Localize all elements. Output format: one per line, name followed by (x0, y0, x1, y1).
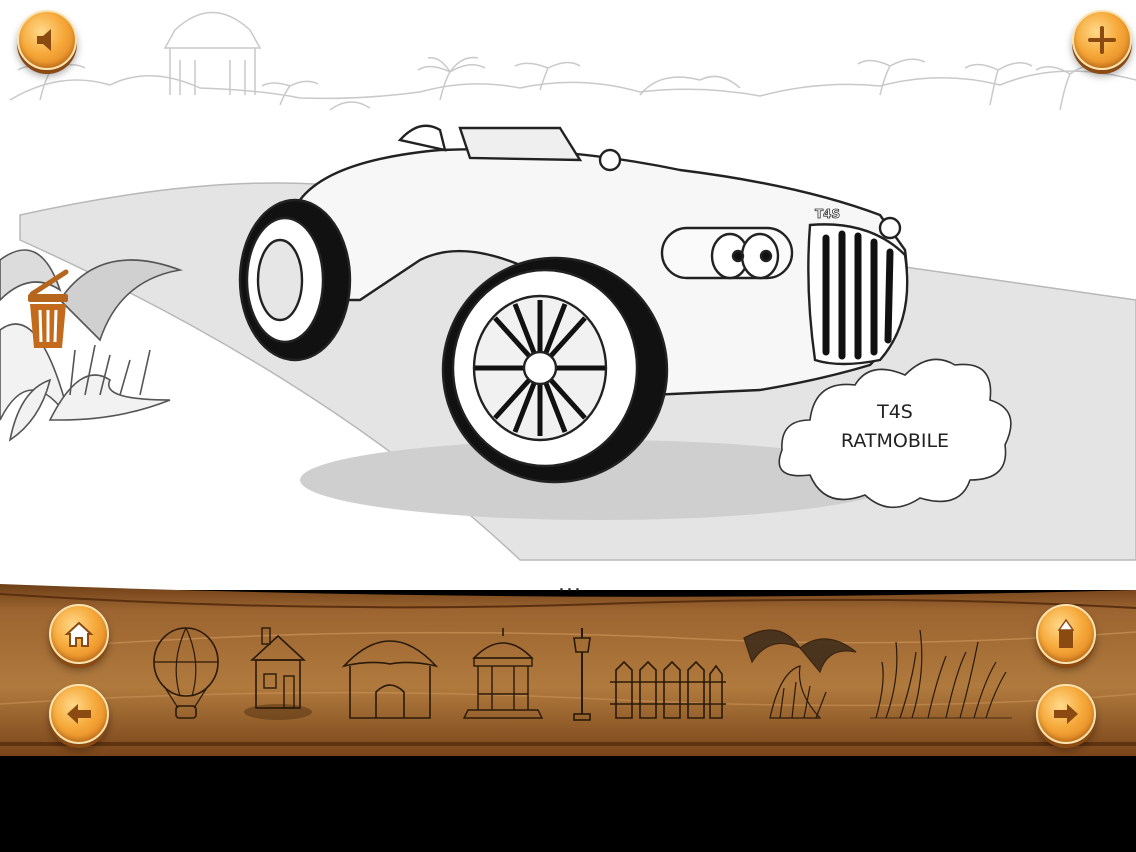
crayon-button[interactable] (1036, 604, 1096, 664)
speaker-icon (37, 29, 51, 51)
sticker-cottage[interactable] (242, 624, 314, 720)
home-button[interactable] (49, 604, 109, 664)
foliage-left (0, 249, 184, 442)
caption-text: T4S RATMOBILE (790, 398, 1000, 456)
previous-button[interactable] (49, 684, 109, 744)
arrow-left-icon (67, 704, 91, 724)
sticker-straw-hut[interactable] (340, 626, 440, 722)
home-icon (64, 621, 94, 647)
arrow-right-icon (1054, 704, 1078, 724)
plus-icon (1088, 26, 1116, 54)
sticker-grass-tuft[interactable] (866, 622, 1016, 722)
caption-line-2: RATMOBILE (840, 430, 950, 452)
car (238, 124, 909, 520)
caption-line-1: T4S (877, 401, 913, 423)
caption-cloud (778, 358, 1012, 509)
next-button[interactable] (1036, 684, 1096, 744)
more-options-button[interactable]: ... (558, 572, 582, 597)
sound-button[interactable] (17, 10, 77, 70)
sticker-hot-air-balloon[interactable] (150, 626, 222, 722)
car-plate-text: T4S (815, 207, 840, 221)
bottom-system-area (0, 756, 1136, 852)
trash-bin-button[interactable] (22, 266, 74, 354)
sticker-palm-bush[interactable] (740, 622, 858, 722)
pencil-icon (1057, 618, 1075, 648)
sticker-gazebo[interactable] (460, 624, 546, 722)
background-scenery (9, 11, 1136, 111)
trash-bin-icon (28, 269, 69, 348)
add-button[interactable] (1072, 10, 1132, 70)
sticker-street-lamp[interactable] (566, 624, 598, 724)
sticker-wooden-fence[interactable] (610, 660, 726, 722)
